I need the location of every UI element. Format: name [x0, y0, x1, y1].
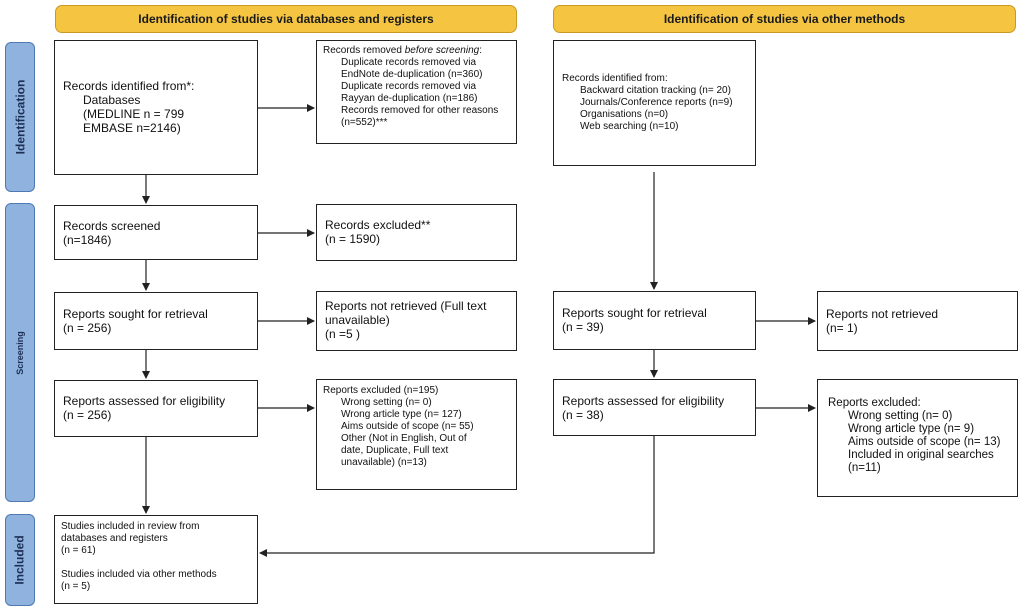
box-reports-excluded-db: Reports excluded (n=195) Wrong setting (… — [316, 379, 517, 490]
reports-excluded-other-title: Reports excluded: — [828, 397, 921, 409]
box-records-screened: Records screened (n=1846) — [54, 205, 258, 260]
reports-assessed-db-label: Reports assessed for eligibility — [63, 394, 226, 408]
reports-assessed-db-count: (n = 256) — [63, 408, 112, 422]
reports-assessed-other-count: (n = 38) — [562, 408, 604, 422]
studies-included-line-2: databases and registers — [61, 533, 168, 544]
reports-excluded-db-line-4: Other (Not in English, Out of — [341, 433, 467, 444]
reports-excluded-db-line-2: Wrong article type (n= 127) — [341, 409, 462, 420]
records-removed-line-3: Duplicate records removed via — [341, 81, 477, 92]
reports-not-retrieved-other-count: (n= 1) — [826, 321, 858, 335]
records-removed-line-2: EndNote de-duplication (n=360) — [341, 69, 483, 80]
records-identified-title: Records identified from*: — [63, 79, 195, 93]
reports-excluded-other-line-3: Aims outside of scope (n= 13) — [848, 436, 1001, 448]
records-excluded-count: (n = 1590) — [325, 232, 381, 246]
records-removed-title-em: before screening — [404, 45, 480, 56]
reports-excluded-other-line-5: (n=11) — [848, 462, 881, 474]
studies-included-other-count: (n = 5) — [61, 581, 91, 592]
box-records-identified: Records identified from*: Databases (MED… — [54, 40, 258, 175]
reports-sought-db-count: (n = 256) — [63, 321, 112, 335]
records-removed-line-6: (n=552)*** — [341, 117, 388, 128]
records-identified-other-line-2: Journals/Conference reports (n=9) — [580, 97, 733, 108]
box-records-removed: Records removed before screening: Duplic… — [316, 40, 517, 144]
reports-excluded-db-line-1: Wrong setting (n= 0) — [341, 397, 432, 408]
box-reports-assessed-other: Reports assessed for eligibility (n = 38… — [553, 379, 756, 436]
records-removed-title-post: : — [479, 45, 482, 56]
records-removed-title-pre: Records removed — [323, 45, 405, 56]
reports-excluded-db-line-6: unavailable) (n=13) — [341, 457, 427, 468]
records-identified-other-title: Records identified from: — [562, 73, 668, 84]
reports-assessed-other-label: Reports assessed for eligibility — [562, 394, 725, 408]
records-identified-databases: Databases — [83, 93, 141, 107]
studies-included-other-label: Studies included via other methods — [61, 569, 217, 580]
studies-included-line-1: Studies included in review from — [61, 521, 200, 532]
records-identified-other-line-4: Web searching (n=10) — [580, 121, 679, 132]
records-removed-line-1: Duplicate records removed via — [341, 57, 477, 68]
reports-sought-other-count: (n = 39) — [562, 320, 604, 334]
records-identified-other-line-3: Organisations (n=0) — [580, 109, 669, 120]
records-identified-medline: (MEDLINE n = 799 — [83, 107, 185, 121]
reports-excluded-other-line-2: Wrong article type (n= 9) — [848, 423, 975, 435]
header-other-methods-label: Identification of studies via other meth… — [663, 12, 906, 26]
box-studies-included: Studies included in review from database… — [54, 515, 258, 604]
reports-sought-db-label: Reports sought for retrieval — [63, 307, 208, 321]
arrow-other-assessed-to-included — [259, 436, 655, 557]
records-identified-embase: EMBASE n=2146) — [83, 121, 181, 135]
header-databases-registers: Identification of studies via databases … — [55, 5, 517, 33]
reports-sought-other-label: Reports sought for retrieval — [562, 306, 707, 320]
box-reports-assessed-db: Reports assessed for eligibility (n = 25… — [54, 380, 258, 437]
stage-screening: Screening — [5, 203, 35, 502]
box-records-identified-other: Records identified from: Backward citati… — [553, 40, 756, 166]
reports-excluded-other-line-1: Wrong setting (n= 0) — [848, 410, 953, 422]
box-reports-sought-db: Reports sought for retrieval (n = 256) — [54, 292, 258, 350]
box-records-excluded: Records excluded** (n = 1590) — [316, 204, 517, 261]
box-reports-excluded-other: Reports excluded: Wrong setting (n= 0) W… — [817, 379, 1018, 497]
header-other-methods: Identification of studies via other meth… — [553, 5, 1016, 33]
reports-excluded-db-line-5: date, Duplicate, Full text — [341, 445, 449, 456]
reports-not-retrieved-db-count: (n =5 ) — [325, 327, 361, 341]
box-reports-not-retrieved-other: Reports not retrieved (n= 1) — [817, 291, 1018, 351]
records-removed-line-5: Records removed for other reasons — [341, 105, 499, 116]
reports-not-retrieved-other-label: Reports not retrieved — [826, 307, 939, 321]
box-reports-not-retrieved-db: Reports not retrieved (Full text unavail… — [316, 291, 517, 351]
records-removed-line-4: Rayyan de-duplication (n=186) — [341, 93, 478, 104]
stage-included: Included — [5, 514, 35, 606]
reports-not-retrieved-db-line-1: Reports not retrieved (Full text — [325, 299, 487, 313]
records-removed-title: Records removed before screening: — [323, 45, 510, 57]
reports-excluded-other-line-4: Included in original searches — [848, 449, 994, 461]
records-screened-count: (n=1846) — [63, 233, 112, 247]
box-reports-sought-other: Reports sought for retrieval (n = 39) — [553, 291, 756, 350]
reports-excluded-db-title: Reports excluded (n=195) — [323, 385, 439, 396]
stage-identification: Identification — [5, 42, 35, 192]
records-excluded-label: Records excluded** — [325, 218, 431, 232]
records-identified-other-line-1: Backward citation tracking (n= 20) — [580, 85, 731, 96]
reports-excluded-db-line-3: Aims outside of scope (n= 55) — [341, 421, 474, 432]
studies-included-count: (n = 61) — [61, 545, 96, 556]
header-databases-registers-label: Identification of studies via databases … — [138, 12, 434, 26]
records-screened-label: Records screened — [63, 219, 161, 233]
reports-not-retrieved-db-line-2: unavailable) — [325, 313, 390, 327]
